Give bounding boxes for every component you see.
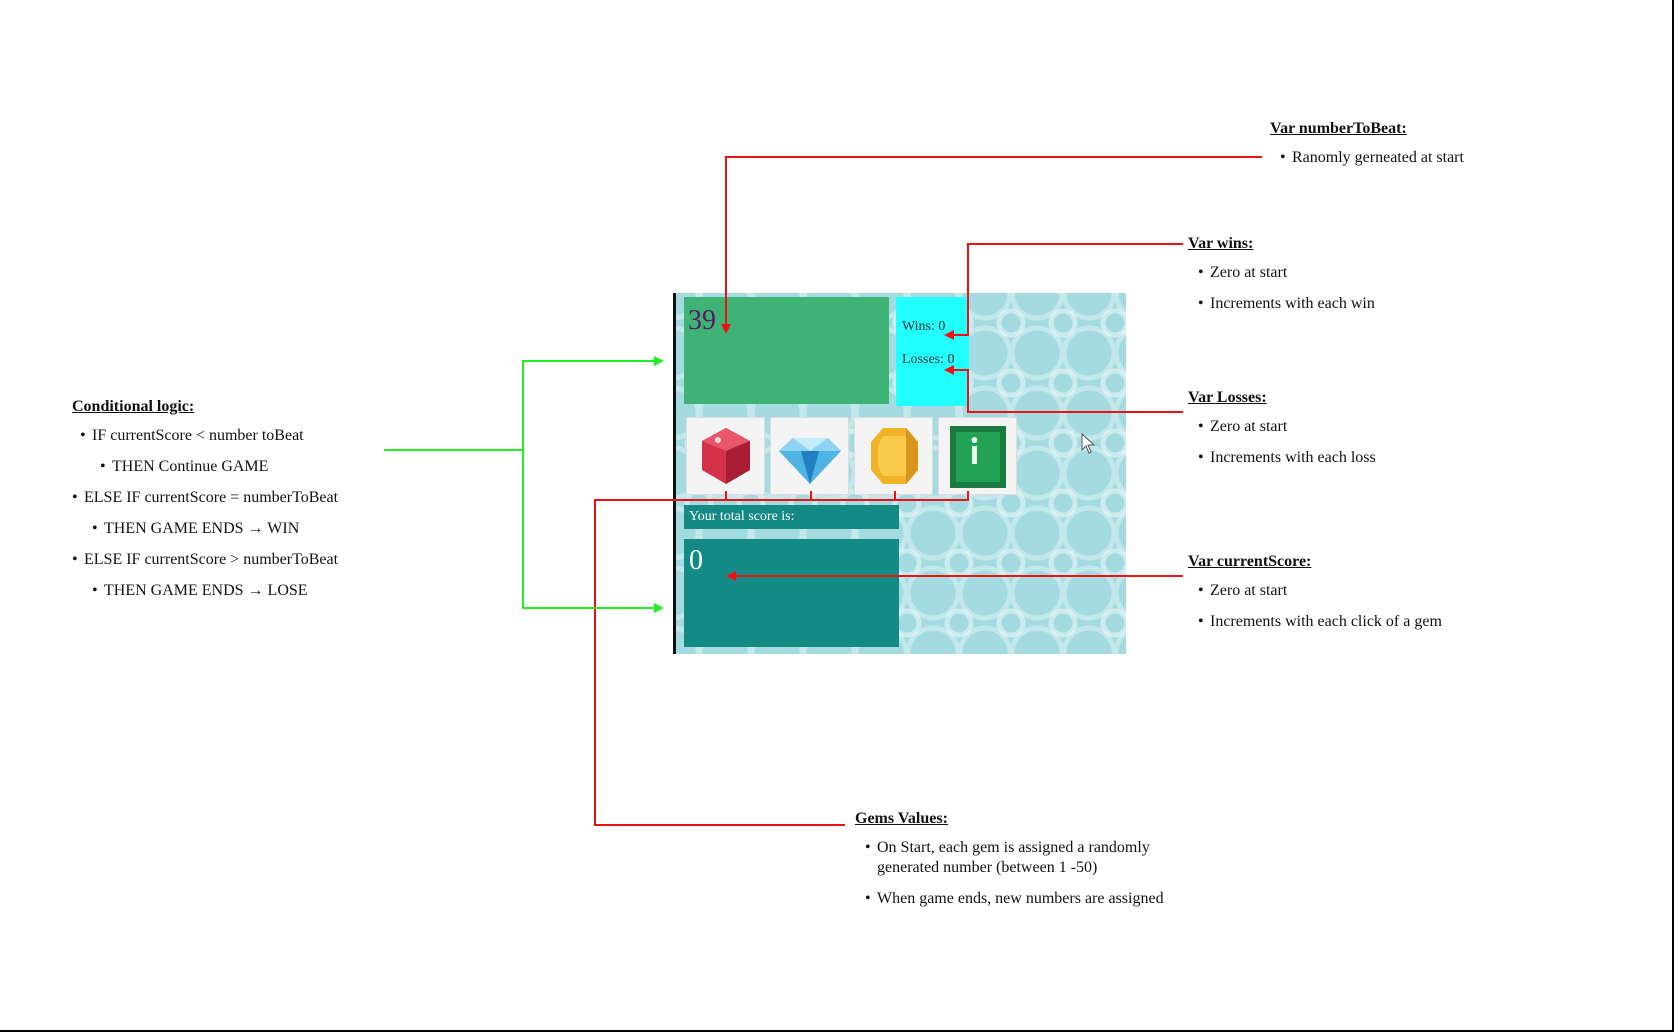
game-left-border <box>673 293 676 654</box>
arrow-logic-score <box>522 450 664 613</box>
logic-item: ELSE IF currentScore > numberToBeat <box>72 550 402 570</box>
gems-values-title: Gems Values: <box>855 810 948 827</box>
topaz-gem-button[interactable] <box>854 417 933 495</box>
losses-counter: Losses: 0 <box>902 352 955 367</box>
current-score-value: 0 <box>689 545 703 576</box>
score-label-box: Your total score is: <box>684 505 899 529</box>
var-wins-title: Var wins: <box>1188 235 1254 252</box>
var-wins-item: Increments with each win <box>1198 294 1488 314</box>
var-current-score-title: Var currentScore: <box>1188 553 1312 570</box>
var-losses-note: Var Losses: Zero at start Increments wit… <box>1188 388 1488 479</box>
var-wins-note: Var wins: Zero at start Increments with … <box>1188 234 1488 325</box>
emerald-gem-button[interactable] <box>938 417 1017 495</box>
current-score-box: 0 <box>684 539 899 647</box>
gems-values-item: On Start, each gem is assigned a randoml… <box>865 838 1165 878</box>
ruby-gem-button[interactable] <box>686 417 765 495</box>
logic-item: THEN GAME ENDS → LOSE <box>92 581 402 601</box>
emerald-gem-icon <box>950 426 1006 488</box>
logic-item: IF currentScore < number toBeat <box>80 426 402 446</box>
wins-counter: Wins: 0 <box>902 319 946 334</box>
arrow-logic-target <box>522 356 664 608</box>
ruby-gem-icon <box>702 428 750 484</box>
gems-values-note: Gems Values: On Start, each gem is assig… <box>855 809 1165 920</box>
var-current-score-item: Increments with each click of a gem <box>1198 612 1508 632</box>
var-current-score-item: Zero at start <box>1198 581 1508 601</box>
diamond-gem-icon <box>779 438 841 484</box>
var-losses-title: Var Losses: <box>1188 389 1267 406</box>
logic-item: ELSE IF currentScore = numberToBeat <box>72 488 402 508</box>
conditional-logic-title: Conditional logic: <box>72 398 195 415</box>
var-current-score-note: Var currentScore: Zero at start Incremen… <box>1188 552 1508 643</box>
var-losses-item: Zero at start <box>1198 417 1488 437</box>
score-label: Your total score is: <box>689 509 795 524</box>
crystal-game-app: 39 Wins: 0 Losses: 0 <box>673 293 1126 654</box>
number-to-beat-box: 39 <box>684 297 889 404</box>
gems-values-item: When game ends, new numbers are assigned <box>865 889 1165 909</box>
logic-item: THEN Continue GAME <box>100 457 402 477</box>
number-to-beat-value: 39 <box>688 305 716 336</box>
var-number-to-beat-item: Ranomly gerneated at start <box>1280 148 1530 168</box>
wins-losses-box: Wins: 0 Losses: 0 <box>896 297 969 406</box>
var-number-to-beat-note: Var numberToBeat: Ranomly gerneated at s… <box>1270 119 1530 179</box>
var-wins-item: Zero at start <box>1198 263 1488 283</box>
var-losses-item: Increments with each loss <box>1198 448 1488 468</box>
logic-item: THEN GAME ENDS → WIN <box>92 519 402 539</box>
topaz-gem-icon <box>871 428 918 484</box>
diamond-gem-button[interactable] <box>770 417 849 495</box>
conditional-logic-note: Conditional logic: IF currentScore < num… <box>72 397 402 612</box>
var-number-to-beat-title: Var numberToBeat: <box>1270 120 1407 137</box>
mouse-cursor-icon <box>1081 433 1096 454</box>
